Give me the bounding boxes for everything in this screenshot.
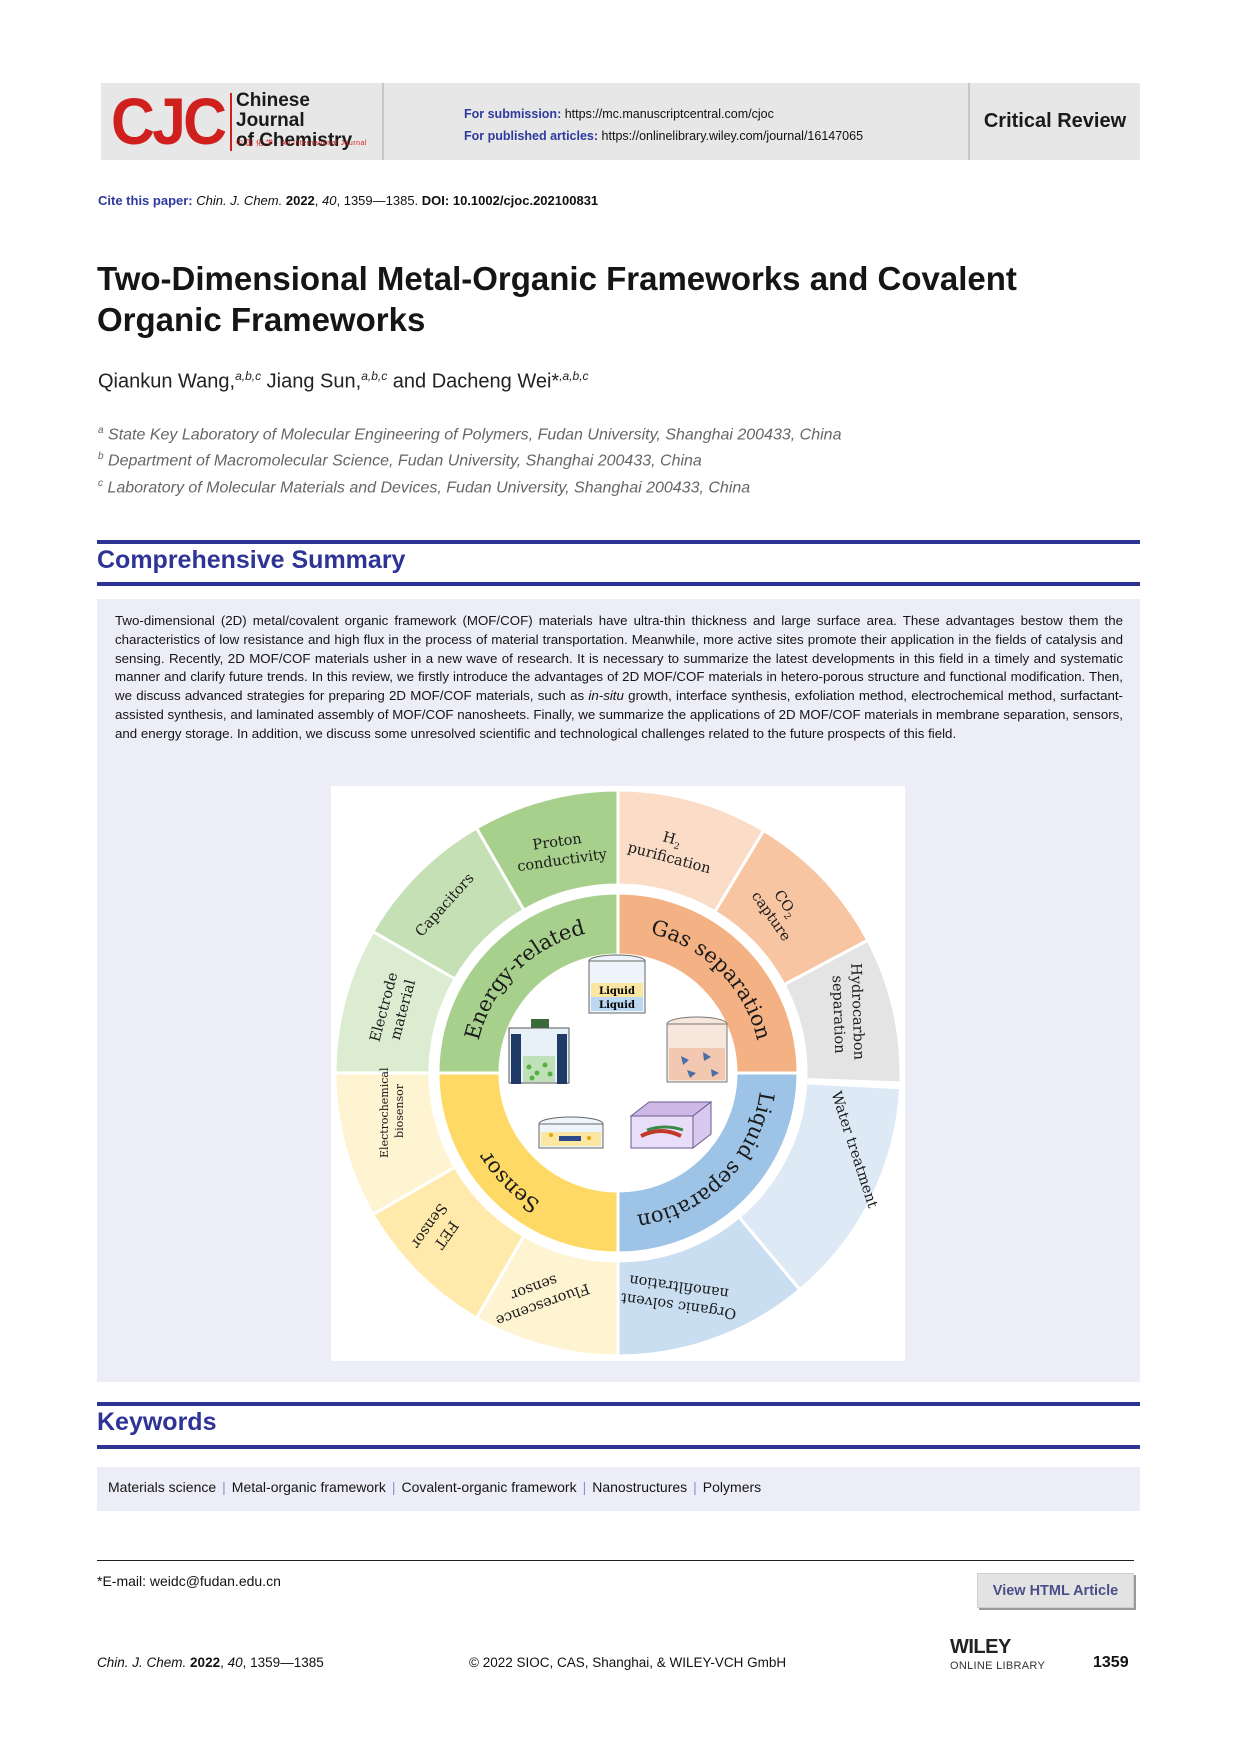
segment-energy-related xyxy=(436,891,620,1075)
submission-label: For submission: xyxy=(464,107,562,121)
footer-citation: Chin. J. Chem. 2022, 40, 1359—1385 xyxy=(97,1655,324,1670)
affiliation-item: a State Key Laboratory of Molecular Engi… xyxy=(98,425,842,444)
logo-letters: CJC xyxy=(111,84,227,158)
keyword-item[interactable]: Metal-organic framework xyxy=(231,1479,386,1495)
inner-ring xyxy=(436,891,800,1255)
section-rule xyxy=(97,540,1140,544)
keywords-heading: Keywords xyxy=(97,1408,217,1436)
footer-copyright: © 2022 SIOC, CAS, Shanghai, & WILEY-VCH … xyxy=(469,1655,787,1670)
footnote-rule xyxy=(97,1560,1134,1561)
published-label: For published articles: xyxy=(464,129,599,143)
sensor-dish-icon xyxy=(538,1116,604,1149)
author-list: Qiankun Wang,a,b,c Jiang Sun,a,b,c and D… xyxy=(98,369,589,393)
segment-liquid-separation xyxy=(616,1071,800,1255)
affiliation-list: a State Key Laboratory of Molecular Engi… xyxy=(98,420,841,499)
svg-text:Liquid: Liquid xyxy=(599,1000,635,1011)
submission-link[interactable]: https://mc.manuscriptcentral.com/cjoc xyxy=(564,107,774,121)
label-electrochemical-biosensor: Electrochemical biosensor xyxy=(378,1064,406,1158)
two-liquid-beaker-icon: Liquid Liquid xyxy=(588,954,646,1014)
affiliation-item: c Laboratory of Molecular Materials and … xyxy=(98,477,751,496)
segment-proton-conductivity xyxy=(474,788,620,913)
journal-links: For submission: https://mc.manuscriptcen… xyxy=(384,83,970,160)
corresponding-email[interactable]: *E-mail: weidc@fudan.edu.cn xyxy=(97,1573,281,1589)
affiliation-item: b Department of Macromolecular Science, … xyxy=(98,451,702,470)
keyword-item[interactable]: Polymers xyxy=(702,1479,762,1495)
keyword-item[interactable]: Materials science xyxy=(108,1479,217,1495)
keyword-item[interactable]: Covalent-organic framework xyxy=(401,1479,577,1495)
page-number: 1359 xyxy=(1093,1654,1129,1671)
segment-sensor xyxy=(436,1071,620,1255)
svg-text:Liquid: Liquid xyxy=(599,986,635,997)
label-h2-purification: H2 purification xyxy=(626,821,717,877)
citation-line: Cite this paper: Chin. J. Chem. 2022, 40… xyxy=(98,193,599,208)
center-illustrations: Liquid Liquid xyxy=(508,954,728,1150)
author-name: Jiang Sun, xyxy=(261,370,362,393)
section-rule xyxy=(97,582,1140,586)
doi-link[interactable]: DOI: 10.1002/cjoc.202100831 xyxy=(421,193,599,208)
label-hydrocarbon-separation: Hydrocarbon separation xyxy=(828,963,867,1066)
logo-subtitle: 中 国 化 学 · An International Journal xyxy=(236,140,367,147)
summary-text: Two-dimensional (2D) metal/covalent orga… xyxy=(115,613,1123,741)
published-link[interactable]: https://onlinelibrary.wiley.com/journal/… xyxy=(601,129,864,143)
section-rule xyxy=(97,1402,1140,1406)
journal-logo[interactable]: CJC Chinese Journal of Chemistry 中 国 化 学… xyxy=(101,83,384,160)
keyword-item[interactable]: Nanostructures xyxy=(592,1479,688,1495)
outer-ring xyxy=(333,788,903,1358)
author-name: and Dacheng Wei* xyxy=(387,370,560,393)
journal-banner: CJC Chinese Journal of Chemistry 中 国 化 学… xyxy=(101,83,1140,160)
gas-separation-beaker-icon xyxy=(666,1016,728,1083)
article-type: Critical Review xyxy=(983,110,1127,132)
logo-divider xyxy=(230,93,232,151)
segment-gas-separation xyxy=(616,891,800,1075)
graphical-abstract: Energy-related Gas separation Liquid sep… xyxy=(331,786,905,1361)
electrode-cell-icon xyxy=(508,1019,570,1084)
citation-label: Cite this paper: xyxy=(98,193,193,208)
application-wheel-diagram: Energy-related Gas separation Liquid sep… xyxy=(333,788,903,1358)
logo-journal-name: Chinese Journal of Chemistry xyxy=(236,90,353,151)
article-title: Two-Dimensional Metal-Organic Frameworks… xyxy=(97,260,1017,338)
membrane-module-icon xyxy=(629,1100,713,1150)
section-rule xyxy=(97,1445,1140,1449)
wiley-online-library-logo[interactable]: WILEY ONLINE LIBRARY xyxy=(950,1636,1046,1672)
summary-heading: Comprehensive Summary xyxy=(97,546,406,574)
segment-hydrocarbon-separation xyxy=(781,938,903,1085)
author-name: Qiankun Wang, xyxy=(98,370,236,393)
keyword-list: Materials science|Metal-organic framewor… xyxy=(97,1467,1140,1511)
view-html-article-button[interactable]: View HTML Article xyxy=(977,1573,1134,1608)
